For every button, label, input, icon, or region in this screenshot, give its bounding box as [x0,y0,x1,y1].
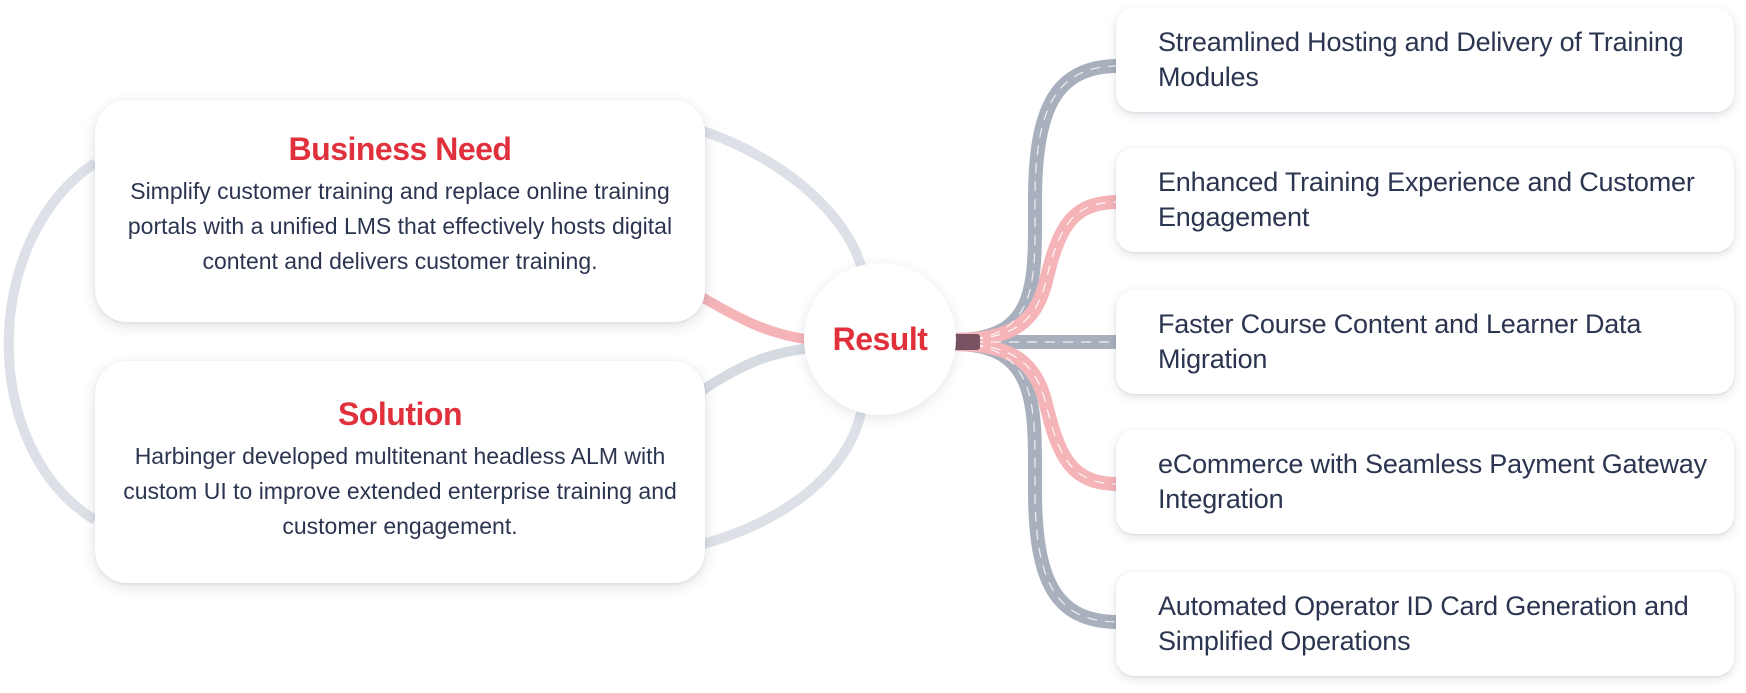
outcome-branches [948,59,1125,629]
outcome-card-5: Automated Operator ID Card Generation an… [1116,572,1734,676]
need-ring-arc [698,125,867,272]
outcome-text-4: eCommerce with Seamless Payment Gateway … [1158,449,1707,514]
outcome-card-4: eCommerce with Seamless Payment Gateway … [1116,430,1734,534]
branch-outcome-5-center [954,343,1119,623]
solution-body: Harbinger developed multitenant headless… [123,443,677,539]
result-label: Result [832,320,928,357]
outer-ring-arc [3,158,98,525]
solution-ring-arc [698,406,867,550]
branch-junction [950,334,980,350]
outcome-text-2: Enhanced Training Experience and Custome… [1158,167,1695,232]
branch-outcome-2-center [954,201,1119,341]
outcome-text-5: Automated Operator ID Card Generation an… [1158,591,1689,656]
outcome-text-1: Streamlined Hosting and Delivery of Trai… [1158,27,1684,92]
outcome-card-2: Enhanced Training Experience and Custome… [1116,148,1734,252]
solution-title: Solution [338,396,462,432]
solution-card: Solution Harbinger developed multitenant… [95,361,705,583]
solution-to-result-link [697,343,813,397]
outcome-card-3: Faster Course Content and Learner Data M… [1116,290,1734,394]
result-node: Result [804,263,956,415]
business-need-body: Simplify customer training and replace o… [127,178,673,274]
outcome-card-1: Streamlined Hosting and Delivery of Trai… [1116,8,1734,112]
outcome-text-3: Faster Course Content and Learner Data M… [1158,309,1642,374]
business-need-title: Business Need [288,131,512,167]
branch-outcome-4-center [954,343,1119,485]
business-need-card: Business Need Simplify customer training… [95,100,705,322]
branch-outcome-1-center [954,65,1119,341]
need-to-result-link [687,285,813,345]
